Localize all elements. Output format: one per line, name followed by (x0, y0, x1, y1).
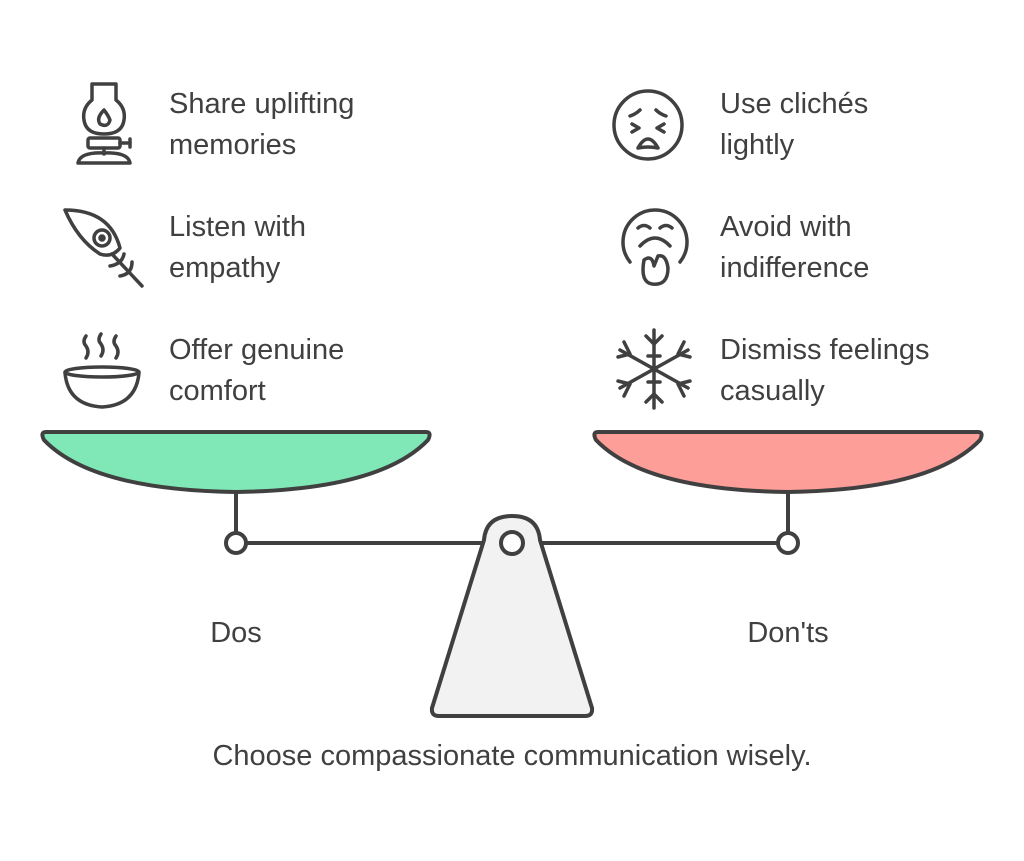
feather-icon (63, 208, 144, 288)
donts-item-1: Use clichés lightly (720, 84, 868, 166)
dos-item-2: Listen with empathy (169, 207, 306, 289)
donts-item-3: Dismiss feelings casually (720, 330, 930, 412)
donts-hinge (776, 531, 800, 555)
item-text: Use clichés (720, 88, 869, 120)
dos-title: Dos (210, 617, 262, 649)
caption: Choose compassionate communication wisel… (212, 740, 812, 772)
distressed-face-icon (612, 89, 684, 161)
item-text: comfort (169, 375, 266, 407)
item-text: empathy (169, 252, 281, 284)
item-text: Dismiss feelings (720, 334, 930, 366)
yawning-face-icon (621, 208, 689, 286)
soup-bowl-icon (63, 332, 141, 409)
fulcrum-pivot (499, 530, 525, 556)
donts-title: Don'ts (747, 617, 829, 649)
item-text: Avoid with (720, 211, 852, 243)
item-text: Offer genuine (169, 334, 345, 366)
item-text: casually (720, 375, 825, 407)
item-text: Share uplifting (169, 88, 355, 120)
dos-pan (40, 430, 432, 494)
snowflake-icon (616, 328, 692, 410)
dos-item-1: Share uplifting memories (169, 84, 354, 166)
item-text: indifference (720, 252, 870, 284)
donts-item-2: Avoid with indifference (720, 207, 869, 289)
donts-pan (592, 430, 984, 494)
dos-hinge (224, 531, 248, 555)
dos-item-3: Offer genuine comfort (169, 330, 344, 412)
fulcrum (429, 514, 595, 718)
lamp-icon (76, 82, 132, 165)
item-text: lightly (720, 129, 795, 161)
item-text: Listen with (169, 211, 307, 243)
item-text: memories (169, 129, 297, 161)
